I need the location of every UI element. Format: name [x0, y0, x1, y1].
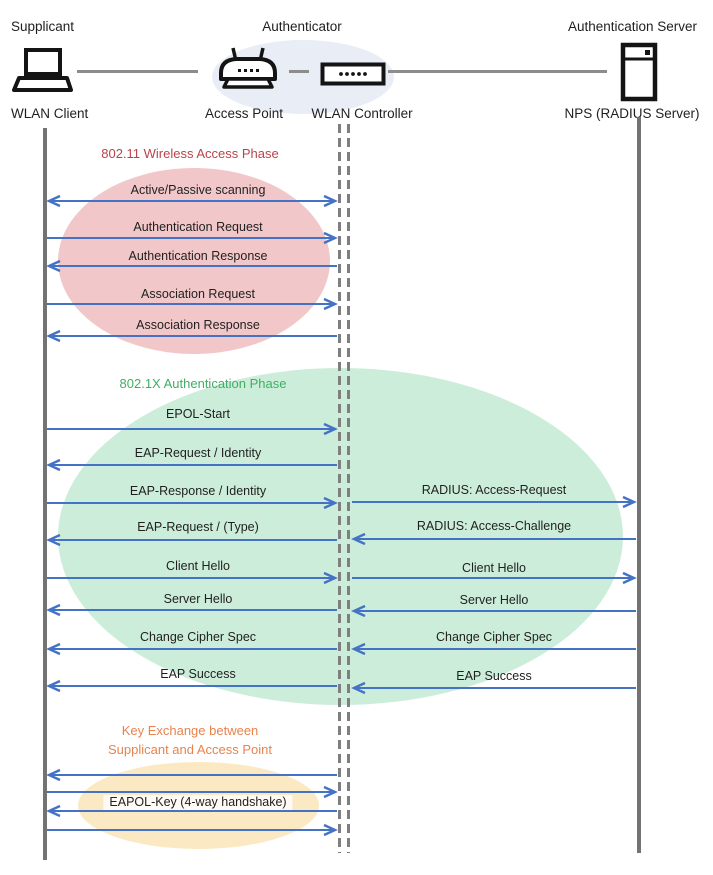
message-arrow: [351, 642, 636, 656]
node-label-wlan-client: WLAN Client: [11, 106, 89, 121]
lifeline-wlan-controller-dashed: [338, 124, 341, 853]
message-arrow: [46, 329, 337, 343]
phase-title-key-exchange: Key Exchange between Supplicant and Acce…: [59, 721, 321, 759]
message-arrow: [47, 496, 338, 510]
message-arrow: [47, 231, 338, 245]
message-label: EPOL-Start: [166, 407, 230, 421]
server-icon: [620, 42, 658, 102]
message-arrow: [46, 194, 338, 208]
message-arrow: [47, 823, 338, 837]
phase-ellipse-80211: [58, 168, 330, 354]
message-label: Association Request: [141, 287, 255, 301]
message-arrow: [47, 297, 338, 311]
role-label-supplicant: Supplicant: [11, 19, 75, 34]
message-arrow: [46, 533, 337, 547]
wlan-controller-icon: [320, 62, 386, 86]
lifeline-wlan-controller-dashed: [347, 124, 350, 853]
node-label-wlan-controller: WLAN Controller: [311, 106, 413, 121]
node-label-nps-radius-server: NPS (RADIUS Server): [564, 106, 700, 121]
message-label: Active/Passive scanning: [130, 183, 266, 197]
lifeline-wlan-client: [43, 128, 47, 860]
message-label: EAP-Request / Identity: [134, 446, 262, 460]
message-label: EAP-Response / Identity: [129, 484, 267, 498]
message-arrow: [47, 422, 338, 436]
message-arrow: [46, 603, 337, 617]
message-arrow: [47, 785, 338, 799]
connector-line: [77, 70, 198, 73]
message-label: Association Response: [136, 318, 260, 332]
message-label: Authentication Response: [128, 249, 268, 263]
message-arrow: [352, 495, 637, 509]
message-label: RADIUS: Access-Request: [421, 483, 567, 497]
node-label-access-point: Access Point: [204, 106, 284, 121]
message-arrow: [46, 259, 337, 273]
phase-title-key-exchange-line2: Supplicant and Access Point: [107, 742, 273, 757]
role-label-authentication-server: Authentication Server: [567, 19, 698, 34]
phase-title-80211: 802.11 Wireless Access Phase: [101, 146, 279, 161]
message-label: Authentication Request: [133, 220, 263, 234]
message-arrow: [46, 642, 337, 656]
message-arrow: [46, 458, 337, 472]
access-point-icon: [219, 47, 277, 89]
laptop-icon: [12, 48, 73, 92]
message-label: Server Hello: [163, 592, 233, 606]
message-arrow: [352, 571, 637, 585]
lifeline-nps-server: [637, 117, 641, 853]
message-arrow: [47, 571, 338, 585]
message-label: EAP-Request / (Type): [137, 520, 259, 534]
message-arrow: [46, 679, 337, 693]
message-label: Client Hello: [462, 561, 526, 575]
message-label: Server Hello: [459, 593, 529, 607]
message-arrow: [46, 768, 337, 782]
connector-line: [388, 70, 607, 73]
message-arrow: [351, 604, 636, 618]
message-label: Client Hello: [166, 559, 230, 573]
message-label: EAP Success: [456, 669, 532, 683]
message-arrow: [351, 681, 636, 695]
phase-title-8021x: 802.1X Authentication Phase: [119, 376, 287, 391]
message-label: EAP Success: [160, 667, 236, 681]
message-label: EAPOL-Key (4-way handshake): [103, 795, 293, 810]
role-label-authenticator: Authenticator: [262, 19, 342, 34]
message-label: Change Cipher Spec: [139, 630, 257, 644]
message-label: RADIUS: Access-Challenge: [416, 519, 572, 533]
message-arrow: [351, 532, 636, 546]
phase-title-key-exchange-line1: Key Exchange between: [121, 723, 259, 738]
message-label: Change Cipher Spec: [435, 630, 553, 644]
message-arrow: [46, 804, 337, 818]
connector-line: [289, 70, 309, 73]
